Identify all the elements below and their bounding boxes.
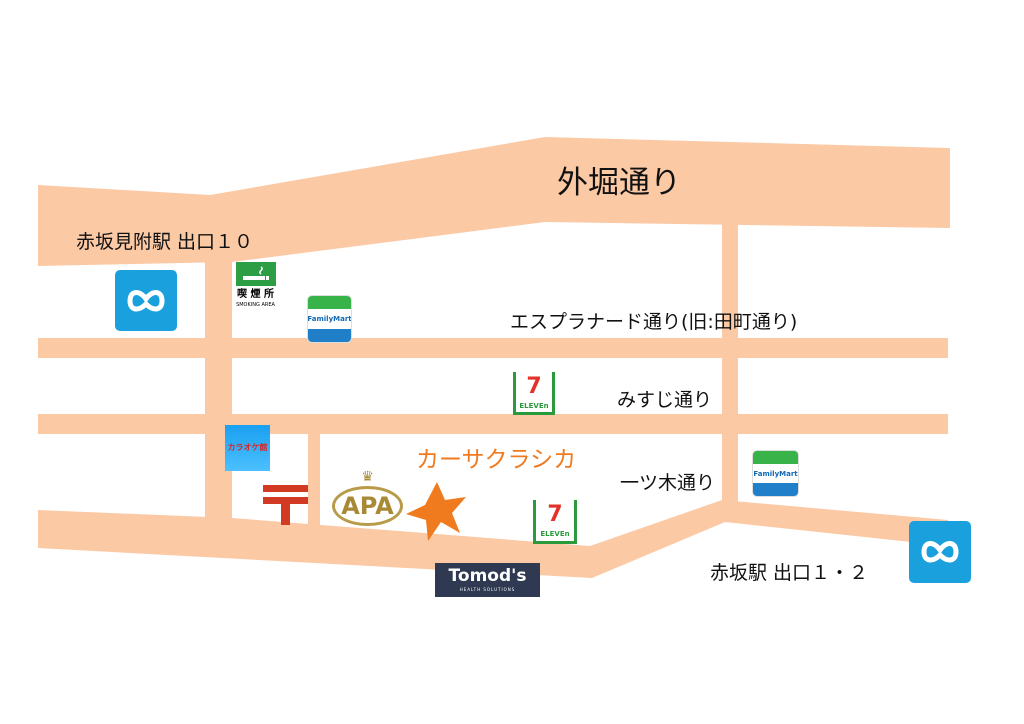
label-esplanade: エスプラナード通り(旧:田町通り) (510, 311, 798, 333)
cigarette-icon (235, 262, 276, 286)
label-destination: カーサクラシカ (416, 447, 577, 473)
seven-number: 7 (526, 373, 542, 399)
road-vertical-middle (308, 434, 320, 530)
label-sotobori: 外堀通り (557, 165, 681, 201)
metro-icon (909, 521, 971, 583)
seven-text: ELEVEn (540, 530, 570, 538)
road-sotobori (38, 137, 950, 266)
seven-number: 7 (547, 502, 563, 527)
familymart-text: FamilyMart (307, 315, 352, 323)
road-vertical-east (722, 224, 738, 506)
karaoke-logo: カラオケ館 (225, 425, 270, 471)
seven-eleven-logo: 7 ELEVEn (533, 500, 577, 544)
familymart-logo: FamilyMart (307, 295, 352, 343)
tomods-subtext: HEALTH SOLUTIONS (459, 587, 516, 592)
seven-text: ELEVEn (519, 401, 549, 410)
label-akasaka-mitsuke-exit: 赤坂見附駅 出口１０ (76, 231, 254, 253)
smoking-area-icon: 喫 煙 所 SMOKING AREA (232, 262, 279, 312)
seven-eleven-logo: 7 ELEVEn (513, 372, 555, 415)
label-akasaka-exit: 赤坂駅 出口１・２ (710, 562, 869, 584)
label-hitotsugi: 一ツ木通り (620, 472, 716, 494)
apa-text: APA (332, 486, 403, 526)
road-misuji (38, 414, 948, 434)
smoking-en: SMOKING AREA (236, 302, 275, 308)
road-hitotsugi (38, 500, 948, 578)
tomods-logo: Tomod's HEALTH SOLUTIONS (435, 563, 540, 597)
metro-icon (115, 270, 177, 331)
road-esplanade (38, 338, 948, 358)
familymart-logo: FamilyMart (752, 450, 799, 497)
destination-star-icon (406, 482, 466, 541)
tomods-text: Tomod's (448, 566, 527, 586)
post-office-icon (263, 485, 308, 525)
apa-hotel-logo: ♛ APA (325, 462, 410, 532)
familymart-text: FamilyMart (753, 469, 798, 478)
crown-icon: ♛ (361, 469, 374, 485)
smoking-kanji: 喫 煙 所 (237, 289, 274, 300)
label-misuji: みすじ通り (617, 389, 713, 411)
